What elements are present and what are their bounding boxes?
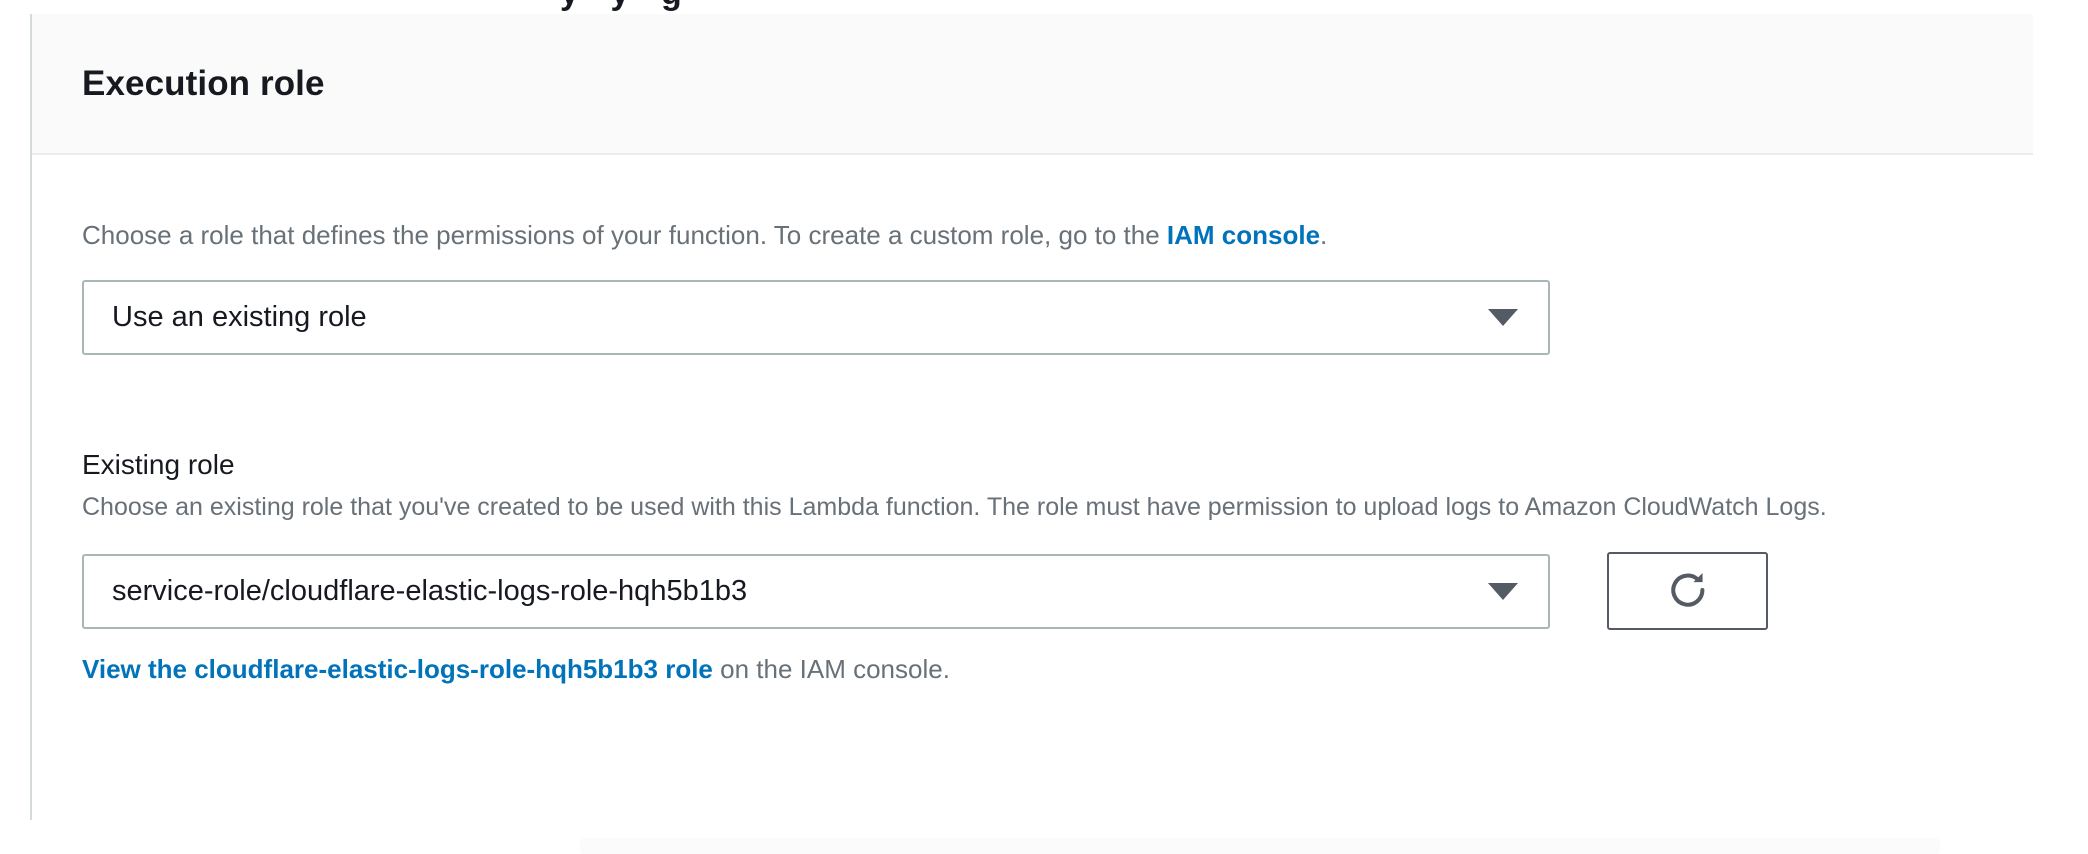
role-type-description-suffix: . <box>1320 220 1328 250</box>
refresh-icon <box>1665 568 1711 614</box>
existing-role-row: service-role/cloudflare-elastic-logs-rol… <box>82 526 1983 630</box>
panel-body: Choose a role that defines the permissio… <box>32 217 2033 686</box>
existing-role-select-value: service-role/cloudflare-elastic-logs-rol… <box>112 574 748 607</box>
view-role-link[interactable]: View the cloudflare-elastic-logs-role-hq… <box>82 654 713 684</box>
role-type-description-prefix: Choose a role that defines the permissio… <box>82 220 1167 250</box>
existing-role-label: Existing role <box>82 449 235 480</box>
panel-header: Execution role <box>32 14 2033 155</box>
view-role-link-line: View the cloudflare-elastic-logs-role-hq… <box>82 652 1983 686</box>
refresh-roles-button[interactable] <box>1607 552 1768 630</box>
role-type-select-value: Use an existing role <box>112 301 367 333</box>
role-type-select[interactable]: Use an existing role <box>82 280 1550 355</box>
existing-role-select[interactable]: service-role/cloudflare-elastic-logs-rol… <box>82 553 1550 629</box>
iam-console-link[interactable]: IAM console <box>1166 220 1321 250</box>
role-type-description: Choose a role that defines the permissio… <box>82 217 1983 253</box>
view-role-link-suffix: on the IAM console. <box>712 654 950 684</box>
execution-role-panel: Execution role Choose a role that define… <box>30 14 2033 820</box>
existing-role-help-text: Choose an existing role that you've crea… <box>82 493 1827 521</box>
clipped-heading-above-panel: y • y • g <box>560 0 682 13</box>
chevron-down-icon <box>1488 309 1518 326</box>
page-title: Execution role <box>82 63 325 103</box>
chevron-down-icon <box>1488 582 1518 600</box>
bottom-ghost-element <box>580 838 1940 854</box>
